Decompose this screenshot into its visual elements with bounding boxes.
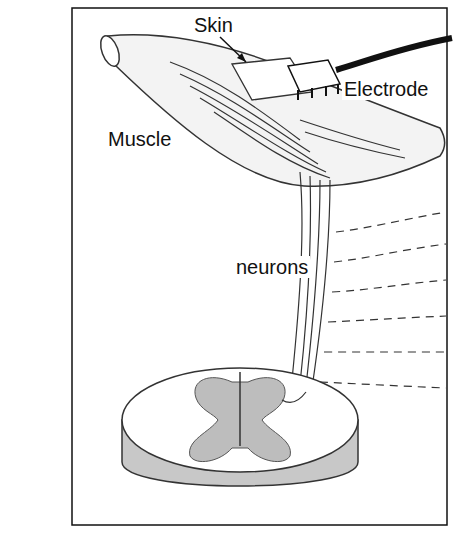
- skin-label: Skin: [192, 14, 235, 36]
- dashed-lines: [320, 212, 446, 388]
- electrode-label: Electrode: [342, 78, 431, 100]
- frame: [72, 8, 447, 525]
- muscle-label: Muscle: [106, 128, 173, 150]
- neuron-fibres: [292, 172, 330, 388]
- spinal-cord: [122, 368, 358, 486]
- tendon-end: [97, 33, 123, 69]
- neurons-label: neurons: [234, 256, 310, 278]
- electrode: [288, 38, 452, 100]
- skin-leader-head: [237, 53, 246, 62]
- muscle: [108, 35, 445, 186]
- skin-leader: [220, 37, 246, 62]
